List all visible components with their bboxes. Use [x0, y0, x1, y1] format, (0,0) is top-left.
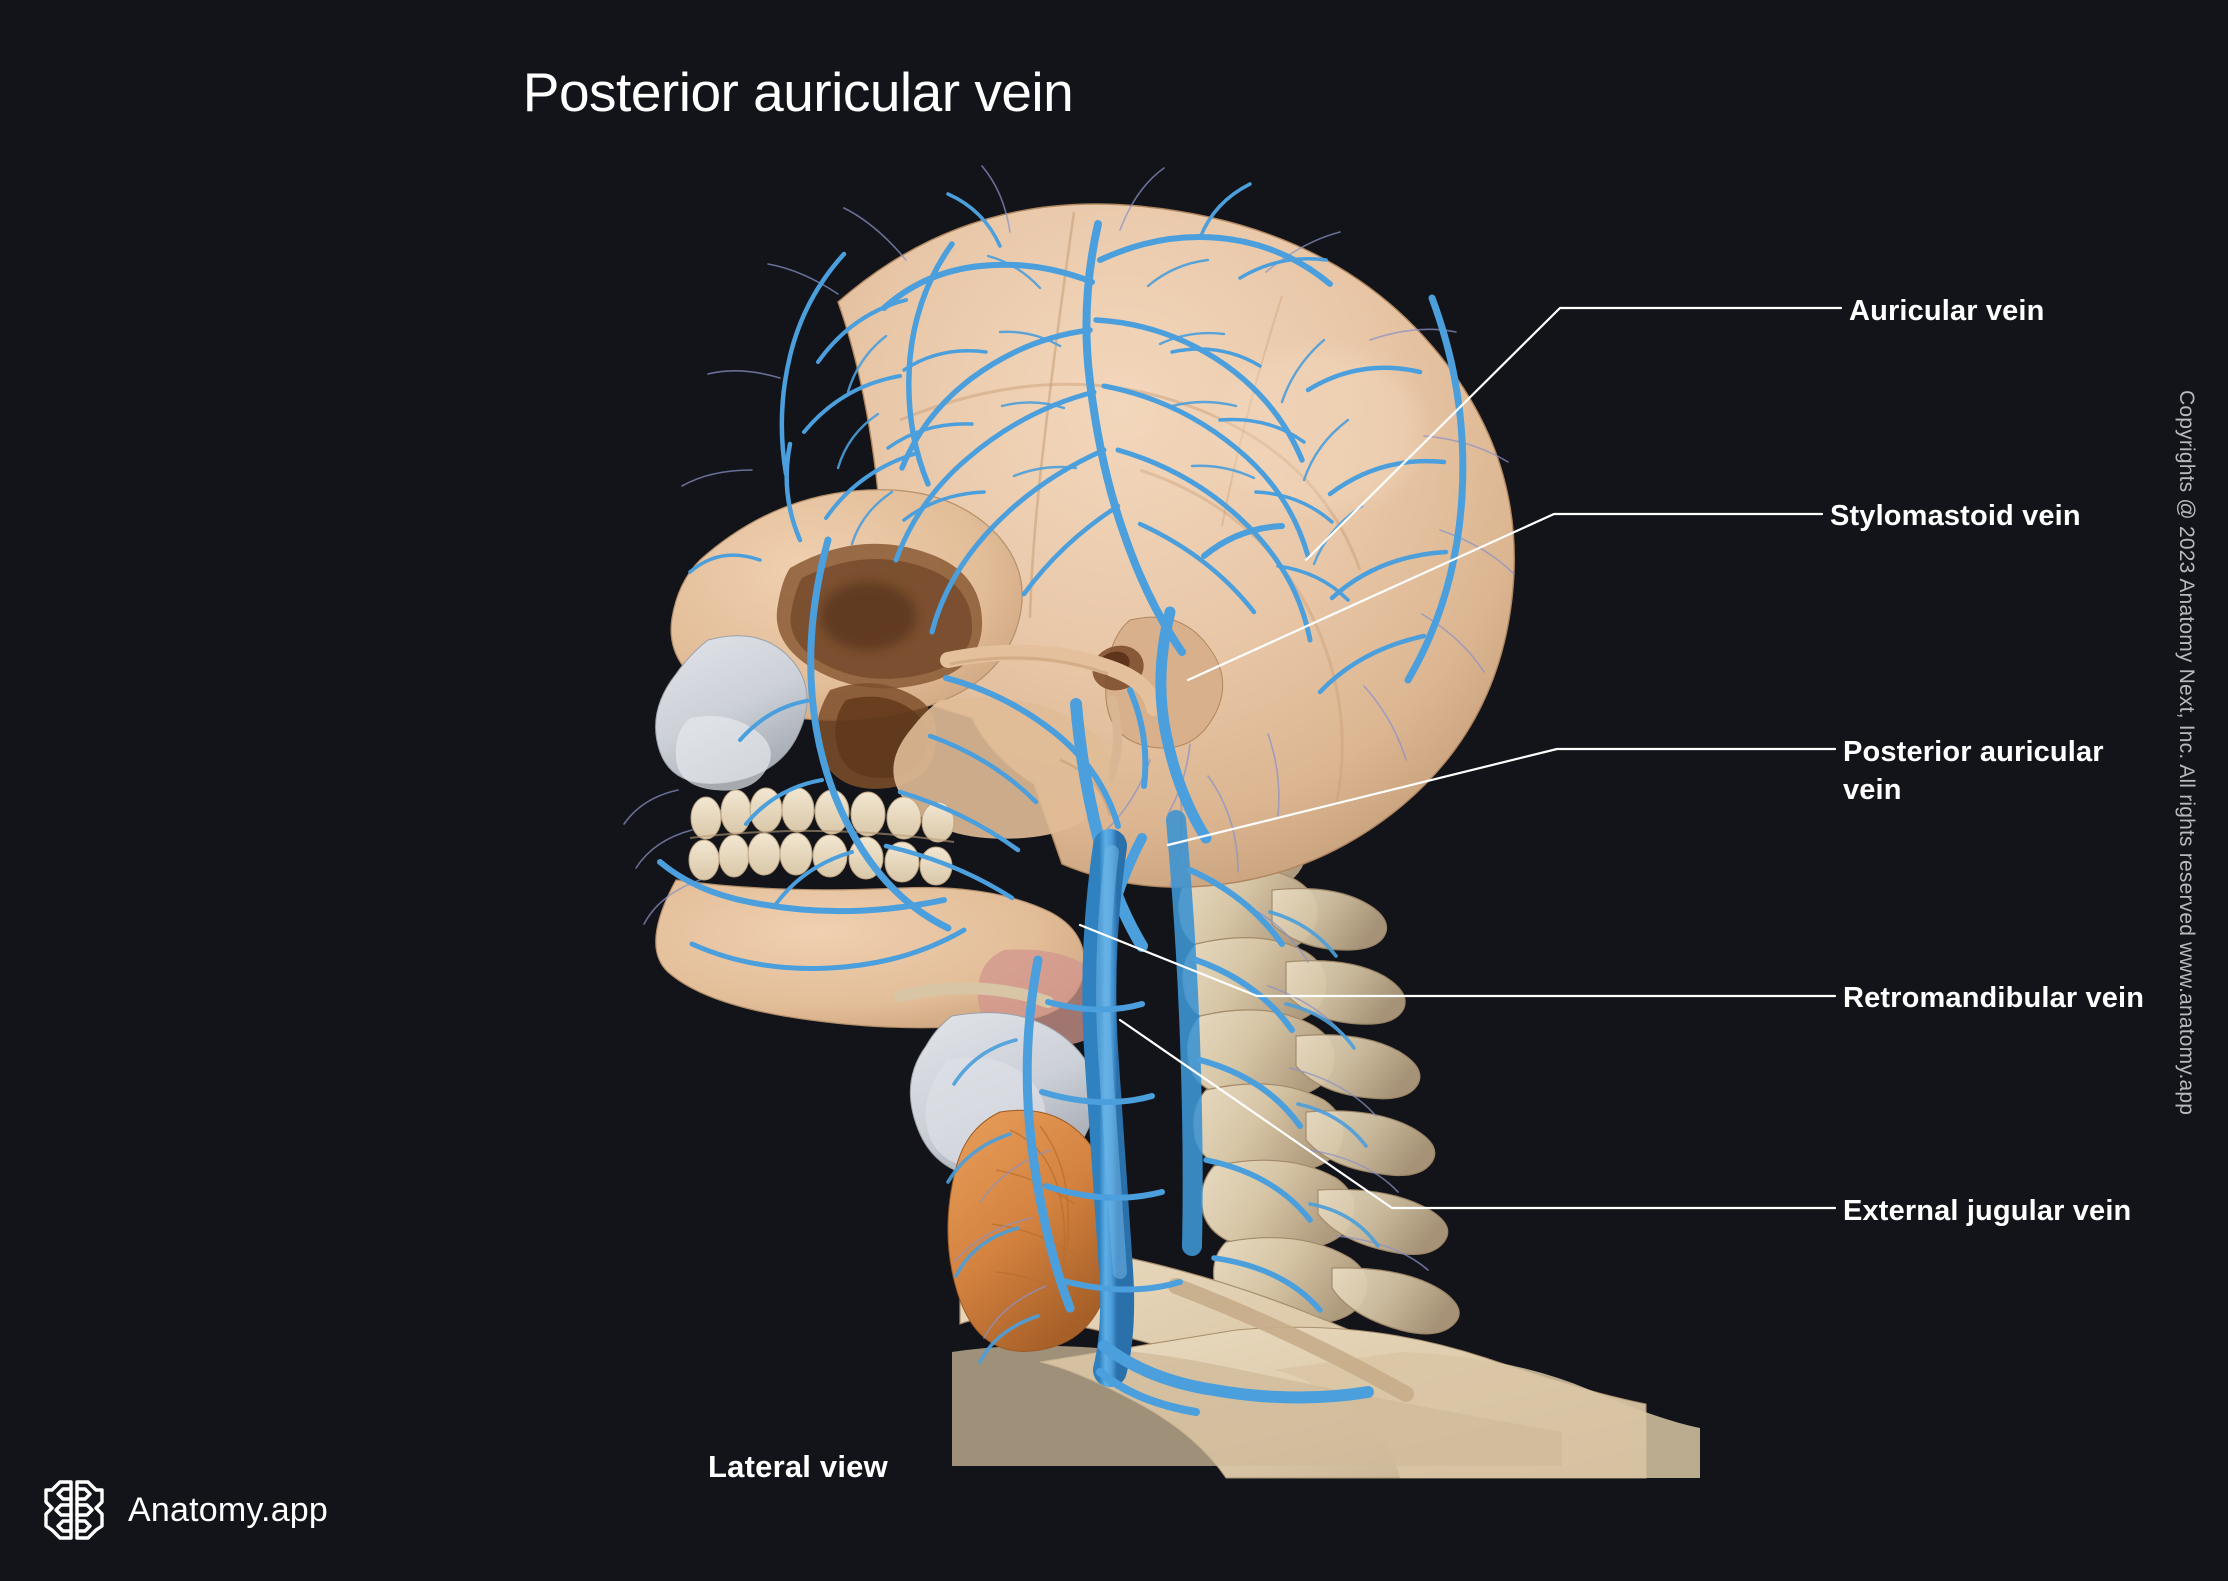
leader-line-external-jugular-vein	[1118, 1018, 1837, 1210]
cranial-veins	[779, 182, 1467, 695]
label-stylomastoid-vein: Stylomastoid vein	[1830, 500, 2081, 532]
shoulder-girdle	[952, 1248, 1700, 1479]
leader-line-stylomastoid-vein	[1186, 512, 1824, 682]
brain-icon	[44, 1480, 104, 1540]
label-retromandibular-vein: Retromandibular vein	[1843, 982, 2145, 1014]
label-auricular-vein: Auricular vein	[1849, 295, 2045, 327]
teeth	[688, 787, 955, 886]
copyright-notice: Copyrights @ 2023 Anatomy Next, Inc. All…	[2175, 390, 2228, 1230]
mandible-and-larynx	[655, 879, 1113, 1179]
label-posterior-auricular-vein: Posterior auricular vein	[1843, 736, 2104, 807]
facial-skeleton	[655, 489, 1162, 839]
facial-veins	[657, 441, 1121, 971]
cranium	[837, 203, 1515, 888]
leader-line-auricular-vein	[1304, 306, 1843, 562]
copyright-text: Copyrights @ 2023 Anatomy Next, Inc. All…	[2175, 390, 2198, 1116]
major-head-neck-veins	[946, 523, 1380, 1416]
logo-text: Anatomy.app	[128, 1490, 329, 1529]
page-title: Posterior auricular vein	[522, 61, 1074, 123]
cervical-spine	[1178, 800, 1460, 1335]
leader-line-posterior-auricular-vein	[1166, 747, 1837, 847]
small-vein-network	[623, 165, 1515, 1339]
thyroid-gland	[947, 1109, 1116, 1352]
figure-caption: Lateral view	[708, 1449, 888, 1484]
leader-line-retromandibular-vein	[1078, 923, 1837, 998]
brand-logo[interactable]: Anatomy.app	[42, 1477, 328, 1543]
label-external-jugular-vein: External jugular vein	[1843, 1195, 2132, 1227]
